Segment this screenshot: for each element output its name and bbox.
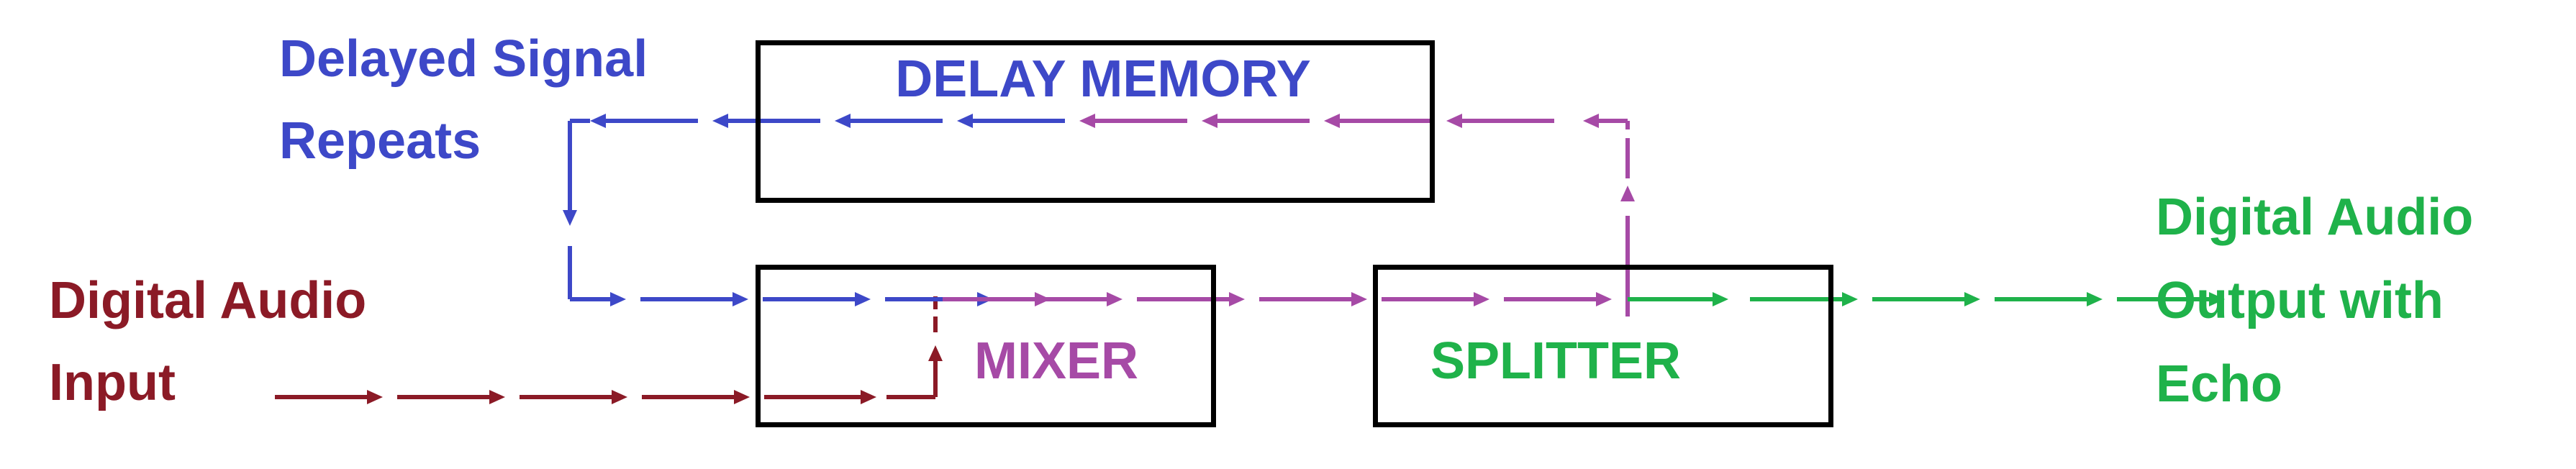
- delay-in-arrow-arrowhead: [1324, 114, 1340, 128]
- delay-in-arrow-arrowhead: [1202, 114, 1217, 128]
- input-label-line2: Input: [49, 354, 176, 411]
- delay-in-arrow-arrowhead: [1446, 114, 1462, 128]
- delay-in-arrow-arrowhead: [1079, 114, 1095, 128]
- input-arrow-arrowhead: [734, 390, 750, 404]
- output-label-line1: Digital Audio: [2156, 188, 2474, 246]
- mixer-block: [756, 265, 1216, 427]
- feedback-in-arrow-arrowhead: [855, 292, 871, 306]
- delay-out-arrow-arrowhead: [957, 114, 973, 128]
- delayed-signal-label-line2: Repeats: [279, 112, 481, 170]
- input-arrow-arrowhead: [612, 390, 627, 404]
- feedback-down-arrowhead: [563, 210, 577, 226]
- output-arrow-arrowhead: [1713, 292, 1728, 306]
- mixed-arrow-arrowhead: [1596, 292, 1612, 306]
- mixed-arrow-arrowhead: [1351, 292, 1367, 306]
- input-label-line1: Digital Audio: [49, 272, 367, 329]
- delay-memory-block: [756, 40, 1435, 203]
- input-arrow-arrowhead: [489, 390, 505, 404]
- mixer-title: MIXER: [974, 332, 1139, 390]
- delayed-signal-label-line1: Delayed Signal: [279, 30, 648, 88]
- output-arrow-arrowhead: [1842, 292, 1858, 306]
- splitter-title: SPLITTER: [1430, 332, 1682, 390]
- feedback-arrowhead: [610, 292, 626, 306]
- input-riser-arrowhead: [928, 345, 943, 361]
- mixed-arrow-arrowhead: [1107, 292, 1123, 306]
- mixed-arrow-arrowhead: [1474, 292, 1489, 306]
- delay-out-arrow-arrowhead: [835, 114, 851, 128]
- delay-out-arrow-arrowhead: [712, 114, 728, 128]
- feedback-in-arrow-arrowhead: [733, 292, 748, 306]
- output-arrow-arrowhead: [2209, 292, 2225, 306]
- feedback-top-arrowhead: [1583, 114, 1599, 128]
- input-arrow-arrowhead: [367, 390, 383, 404]
- input-arrow-arrowhead: [861, 390, 876, 404]
- output-label-line3: Echo: [2156, 355, 2283, 413]
- splitter-block: [1373, 265, 1833, 427]
- feedback-up-arrowhead: [1620, 186, 1635, 201]
- mixed-arrow-arrowhead: [1229, 292, 1245, 306]
- output-label-line2: Output with: [2156, 272, 2444, 329]
- output-arrow-arrowhead: [1964, 292, 1980, 306]
- delay-out-arrow-arrowhead: [590, 114, 606, 128]
- output-arrow-arrowhead: [2087, 292, 2103, 306]
- delay-memory-title: DELAY MEMORY: [895, 50, 1311, 108]
